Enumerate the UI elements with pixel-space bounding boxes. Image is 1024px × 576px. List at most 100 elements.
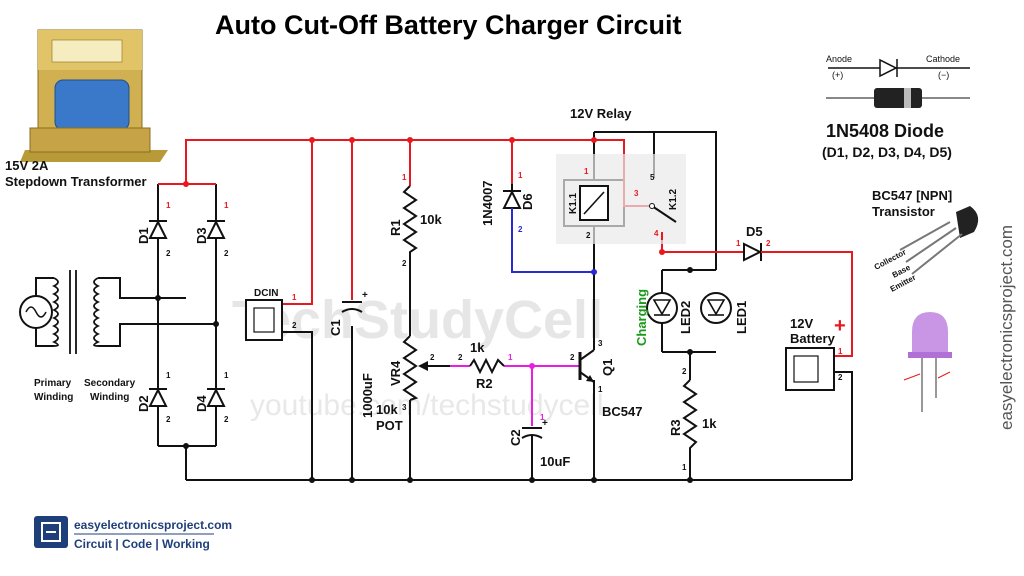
r2-name: R2 — [476, 376, 493, 391]
relay-pin-4: 4 — [654, 229, 659, 238]
relay-pin-5: 5 — [650, 173, 655, 182]
relay-pin-2: 2 — [586, 231, 591, 240]
page-title: Auto Cut-Off Battery Charger Circuit — [215, 10, 682, 40]
diode-d5 — [736, 242, 772, 262]
relay-k11-label: K1.1 — [568, 192, 579, 214]
battery-label-1: 12V — [790, 316, 813, 331]
resistor-r3 — [682, 379, 698, 462]
battery-connector — [785, 347, 835, 391]
led1-label: LED1 — [734, 301, 749, 334]
diode-d1 — [148, 219, 168, 239]
d3-pin-2: 2 — [224, 249, 229, 258]
q1-part: BC547 — [602, 404, 642, 419]
d2-pin-2: 2 — [166, 415, 171, 424]
r1-pin-1: 1 — [402, 173, 407, 182]
r3-value: 1k — [702, 416, 717, 431]
secondary-label-1: Secondary — [84, 378, 136, 389]
transistor-q1 — [578, 349, 595, 383]
anode-label: Anode — [826, 54, 852, 64]
led2-label: LED2 — [678, 301, 693, 334]
diode-d6 — [502, 184, 522, 222]
ac-source-symbol — [19, 295, 53, 329]
d4-pin-1: 1 — [224, 371, 229, 380]
wires-blue — [511, 222, 594, 273]
side-website-text: easyelectronicsproject.com — [997, 225, 1016, 430]
c1-name: C1 — [328, 319, 343, 336]
d2-pin-1: 1 — [166, 371, 171, 380]
c2-name: C2 — [508, 429, 523, 446]
vr4-value: 10k — [376, 402, 398, 417]
charging-label: Charging — [634, 289, 649, 346]
diode-info-title: 1N5408 Diode — [826, 121, 944, 141]
r3-pin-2: 2 — [682, 367, 687, 376]
d6-label: D6 — [520, 193, 535, 210]
battery-pin-2: 2 — [838, 373, 843, 382]
d3-pin-1: 1 — [224, 201, 229, 210]
q1-pin-1: 1 — [598, 385, 603, 394]
d4-label: D4 — [194, 395, 209, 412]
watermark-brand: TechStudyCell — [232, 290, 603, 350]
transistor-pinout-image — [899, 206, 979, 275]
transistor-info-title-2: Transistor — [872, 204, 935, 219]
battery-plus: + — [834, 315, 846, 337]
diode-info-subtitle: (D1, D2, D3, D4, D5) — [822, 144, 952, 160]
cathode-sign: (−) — [938, 70, 949, 80]
vr4-pin-2: 2 — [430, 353, 435, 362]
cathode-label: Cathode — [926, 54, 960, 64]
led2 — [646, 292, 678, 324]
relay-k12-label: K1.2 — [668, 188, 679, 210]
primary-label-1: Primary — [34, 378, 72, 389]
d4-pin-2: 2 — [224, 415, 229, 424]
r1-name: R1 — [388, 219, 403, 236]
r1-pin-2: 2 — [402, 259, 407, 268]
transformer-desc: Stepdown Transformer — [5, 174, 147, 189]
capacitor-c2 — [521, 427, 543, 448]
d1-pin-1: 1 — [166, 201, 171, 210]
d5-pin-1: 1 — [736, 239, 741, 248]
d2-label: D2 — [136, 395, 151, 412]
dcin-connector — [245, 299, 283, 341]
d5-label: D5 — [746, 224, 763, 239]
led1 — [700, 292, 732, 324]
c2-pin-1: 1 — [540, 413, 545, 422]
q1-pin-3: 3 — [598, 339, 603, 348]
wires-magenta — [450, 365, 580, 426]
transformer-symbol — [51, 270, 101, 354]
relay-coil-k11 — [579, 185, 609, 221]
q1-pin-2: 2 — [570, 353, 575, 362]
primary-label-2: Winding — [34, 392, 73, 403]
relay-title: 12V Relay — [570, 106, 632, 121]
diode-pinout-image — [826, 58, 970, 108]
c1-value: 1000uF — [360, 373, 375, 418]
potentiometer-vr4 — [402, 335, 450, 401]
d3-label: D3 — [194, 227, 209, 244]
relay-pin-3: 3 — [634, 189, 639, 198]
dcin-pin-2: 2 — [292, 321, 297, 330]
footer-tagline: Circuit | Code | Working — [74, 537, 210, 551]
d6-part: 1N4007 — [480, 180, 495, 226]
transformer-image — [20, 29, 168, 162]
r3-name: R3 — [668, 419, 683, 436]
secondary-label-2: Winding — [90, 392, 129, 403]
junctions — [155, 137, 693, 483]
vr4-pin-3: 3 — [402, 403, 407, 412]
watermark-url: youtube.com/techstudycell — [250, 389, 604, 422]
resistor-r2 — [469, 357, 505, 375]
d6-pin-2: 2 — [518, 225, 523, 234]
led-image — [903, 312, 952, 412]
battery-label-2: Battery — [790, 331, 836, 346]
vr4-type: POT — [376, 418, 403, 433]
transistor-info-title-1: BC547 [NPN] — [872, 188, 952, 203]
wires-red — [158, 139, 853, 357]
dcin-label: DCIN — [254, 288, 278, 299]
diode-d4 — [206, 387, 226, 407]
diode-d2 — [148, 387, 168, 407]
footer-logo-icon — [34, 516, 68, 548]
d1-pin-2: 2 — [166, 249, 171, 258]
r2-value: 1k — [470, 340, 485, 355]
q1-name: Q1 — [600, 359, 615, 376]
c1-plus: + — [362, 290, 368, 301]
diode-d3 — [206, 219, 226, 239]
dcin-pin-1: 1 — [292, 293, 297, 302]
